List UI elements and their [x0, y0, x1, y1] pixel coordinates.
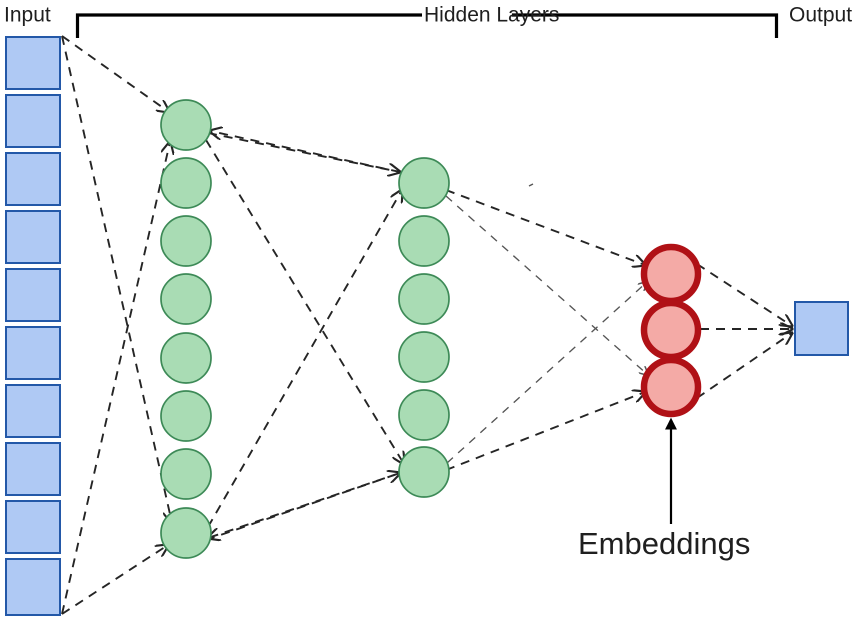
- embeddings-label: Embeddings: [578, 526, 750, 561]
- input-node[interactable]: [5, 442, 61, 496]
- hidden-node[interactable]: [398, 389, 450, 441]
- connections-input-to-hidden1: [61, 35, 172, 615]
- hidden-node[interactable]: [160, 273, 212, 325]
- input-node[interactable]: [5, 152, 61, 206]
- connection-line: [446, 282, 647, 464]
- embeddings-callout: Embeddings: [578, 417, 750, 561]
- hidden-node[interactable]: [160, 390, 212, 442]
- connection-line: [207, 190, 402, 528]
- connection-line: [205, 139, 404, 464]
- connection-line: [210, 131, 401, 173]
- connection-line: [696, 263, 792, 326]
- embedding-node[interactable]: [640, 356, 702, 418]
- embeddings-layer-nodes: [640, 243, 702, 418]
- embedding-node[interactable]: [640, 243, 702, 305]
- input-node[interactable]: [5, 326, 61, 380]
- hidden-layers-bracket: [75, 13, 779, 38]
- connection-line: [445, 195, 648, 375]
- input-node[interactable]: [5, 384, 61, 438]
- input-node[interactable]: [5, 268, 61, 322]
- hidden-node[interactable]: [398, 273, 450, 325]
- hidden-node[interactable]: [398, 331, 450, 383]
- input-node[interactable]: [5, 210, 61, 264]
- output-node[interactable]: [794, 301, 849, 356]
- connection-line: [208, 472, 401, 538]
- connection-line: [61, 35, 172, 523]
- hidden-layers-label: Hidden Layers: [424, 4, 559, 27]
- connection-line: [61, 545, 168, 615]
- connection-line: [207, 132, 400, 172]
- hidden-layer-2-nodes: [398, 157, 450, 498]
- input-node[interactable]: [5, 558, 61, 616]
- connections-hidden2-to-embeddings: [445, 183, 648, 471]
- bracket-right-tick: [512, 13, 779, 38]
- hidden-node[interactable]: [398, 446, 450, 498]
- hidden-node[interactable]: [160, 332, 212, 384]
- hidden-node[interactable]: [160, 448, 212, 500]
- connection-line: [61, 142, 170, 615]
- input-layer-label: Input: [4, 4, 51, 27]
- connections-embeddings-to-output: [696, 263, 792, 399]
- hidden-node[interactable]: [160, 157, 212, 209]
- stray-dash-mark: [528, 183, 534, 187]
- connection-line: [696, 333, 792, 399]
- hidden-node[interactable]: [160, 507, 212, 559]
- connection-line: [445, 392, 645, 471]
- input-node[interactable]: [5, 36, 61, 90]
- connections-hidden1-to-hidden2: [206, 131, 404, 540]
- hidden-node[interactable]: [160, 99, 212, 151]
- input-node[interactable]: [5, 500, 61, 554]
- input-layer-nodes: [5, 36, 61, 616]
- output-layer-label: Output: [789, 4, 852, 27]
- input-node[interactable]: [5, 94, 61, 148]
- embedding-node[interactable]: [640, 299, 702, 361]
- hidden-node[interactable]: [160, 215, 212, 267]
- output-layer-nodes: [794, 301, 849, 356]
- connection-line: [445, 189, 645, 265]
- connection-line: [61, 35, 169, 112]
- hidden-node[interactable]: [398, 215, 450, 267]
- bracket-left-tick: [75, 13, 422, 38]
- hidden-layer-1-nodes: [160, 99, 212, 559]
- hidden-node[interactable]: [398, 157, 450, 209]
